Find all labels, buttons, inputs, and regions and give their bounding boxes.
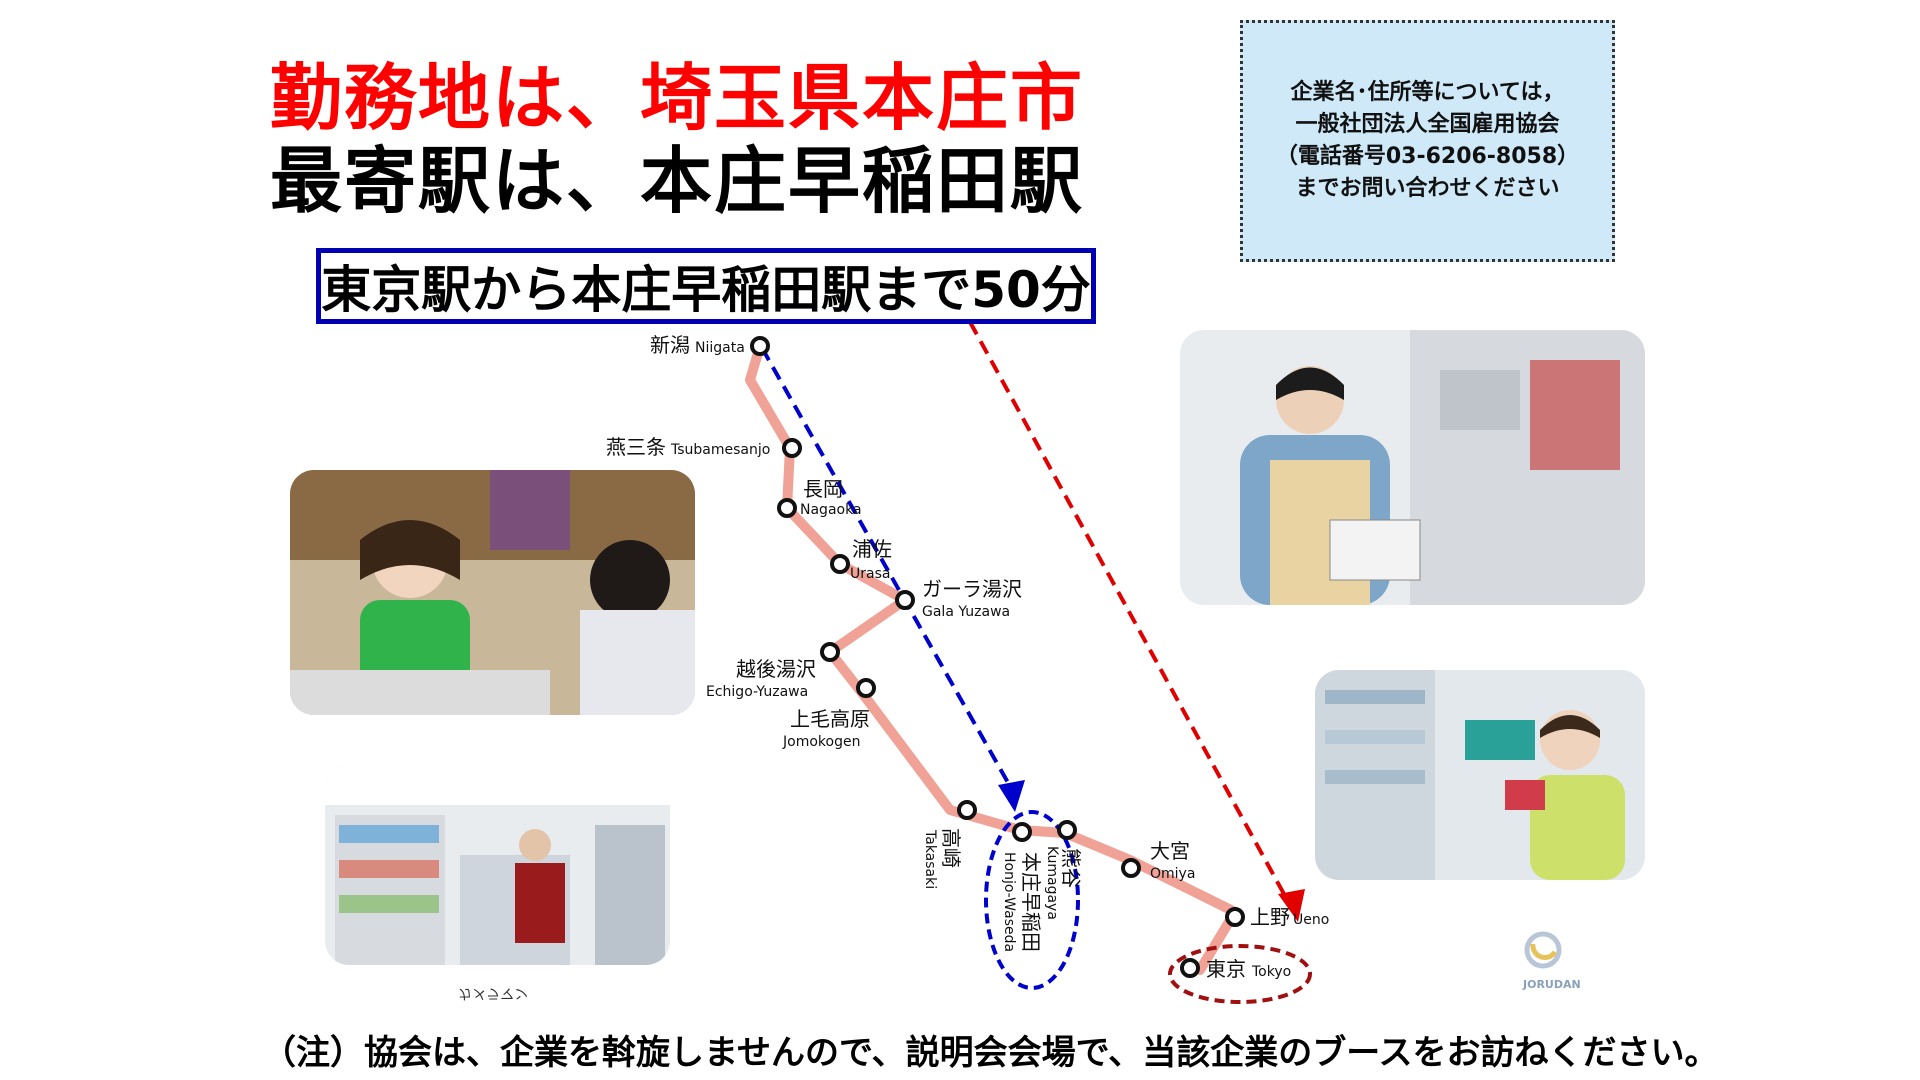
station-marker-takasaki [957,800,977,820]
station-label-urasa-jp: 浦佐 [852,537,892,561]
station-marker-kumagaya [1057,820,1077,840]
station-label-tsubamesanjo-en: Tsubamesanjo [670,442,770,458]
station-label-omiya-en: Omiya [1150,866,1195,882]
station-label-tokyo-en: Tokyo [1251,964,1291,980]
contact-line: 企業名･住所等については， [1290,80,1565,105]
blue-arrowhead [998,780,1025,812]
station-label-honjo-waseda-jp: 本庄早稲田 [1019,852,1043,952]
station-label-takasaki-jp: 高崎 [939,828,963,868]
photo-credit: カメラマン [458,985,528,1001]
contact-line: までお問い合わせください [1295,176,1560,201]
contact-info-box: 企業名･住所等については， 一般社団法人全国雇用協会 （電話番号03-6206-… [1240,20,1615,262]
photo-cashier [290,470,695,715]
contact-line: 一般社団法人全国雇用協会 [1295,112,1560,137]
station-label-nagaoka-en: Nagaoka [800,502,862,518]
station-marker-tokyo [1180,958,1200,978]
station-marker-nagaoka [777,498,797,518]
honjo-waseda-highlight [984,810,1080,990]
station-label-ueno-jp: 上野 [1250,905,1290,929]
station-label-jomokogen-en: Jomokogen [782,734,860,750]
station-marker-echigo-yuzawa [820,642,840,662]
station-label-tokyo-jp: 東京 [1206,957,1246,981]
station-label-omiya-jp: 大宮 [1150,839,1190,863]
travel-time-box: 東京駅から本庄早稲田駅まで50分 [316,248,1096,324]
red-arrow [968,321,1292,906]
station-label-nagaoka-jp: 長岡 [803,477,843,501]
station-label-ueno-en: Ueno [1293,912,1329,928]
station-label-kumagaya-jp: 熊谷 [1059,848,1083,888]
photo-electronics-store [1180,330,1645,605]
station-label-takasaki-en: Takasaki [922,829,938,889]
jorudan-logo-caption: JORUDAN [1522,978,1581,991]
station-marker-omiya [1121,858,1141,878]
station-marker-gala-yuzawa [895,590,915,610]
photo-supermarket [1315,670,1645,880]
station-label-urasa-en: Urasa [850,566,890,582]
station-marker-jomokogen [856,678,876,698]
station-label-niigata-jp: 新潟 [650,333,690,357]
station-label-echigo-yuzawa-en: Echigo-Yuzawa [706,684,808,700]
station-marker-niigata [750,336,770,356]
tokyo-highlight [1168,944,1312,1004]
red-arrowhead [1278,889,1305,922]
station-label-niigata-en: Niigata [695,340,745,356]
station-marker-tsubamesanjo [782,438,802,458]
station-label-jomokogen-jp: 上毛高原 [790,707,870,731]
footnote: （注）協会は、企業を斡旋しませんので、説明会会場で、当該企業のブースをお訪ねくだ… [262,1033,1719,1073]
route-line [745,341,1240,975]
station-label-gala-yuzawa-jp: ガーラ湯沢 [922,577,1022,601]
travel-time-text: 東京駅から本庄早稲田駅まで50分 [321,261,1091,319]
station-label-honjo-waseda-en: Honjo-Waseda [1001,852,1017,952]
station-marker-honjo-waseda [1012,822,1032,842]
photo-convenience-store [325,765,670,965]
contact-line: （電話番号03-6206-8058） [1275,144,1580,169]
station-marker-ueno [1225,907,1245,927]
station-marker-urasa [830,554,850,574]
headline-location: 勤務地は、埼玉県本庄市 [270,56,1085,140]
station-label-gala-yuzawa-en: Gala Yuzawa [922,604,1010,620]
jorudan-logo: JORUDAN [1522,931,1581,991]
station-label-kumagaya-en: Kumagaya [1044,846,1060,920]
station-label-tsubamesanjo-jp: 燕三条 [606,435,666,459]
station-label-echigo-yuzawa-jp: 越後湯沢 [736,657,816,681]
blue-arrow [760,347,1017,796]
headline-station: 最寄駅は、本庄早稲田駅 [270,139,1085,223]
